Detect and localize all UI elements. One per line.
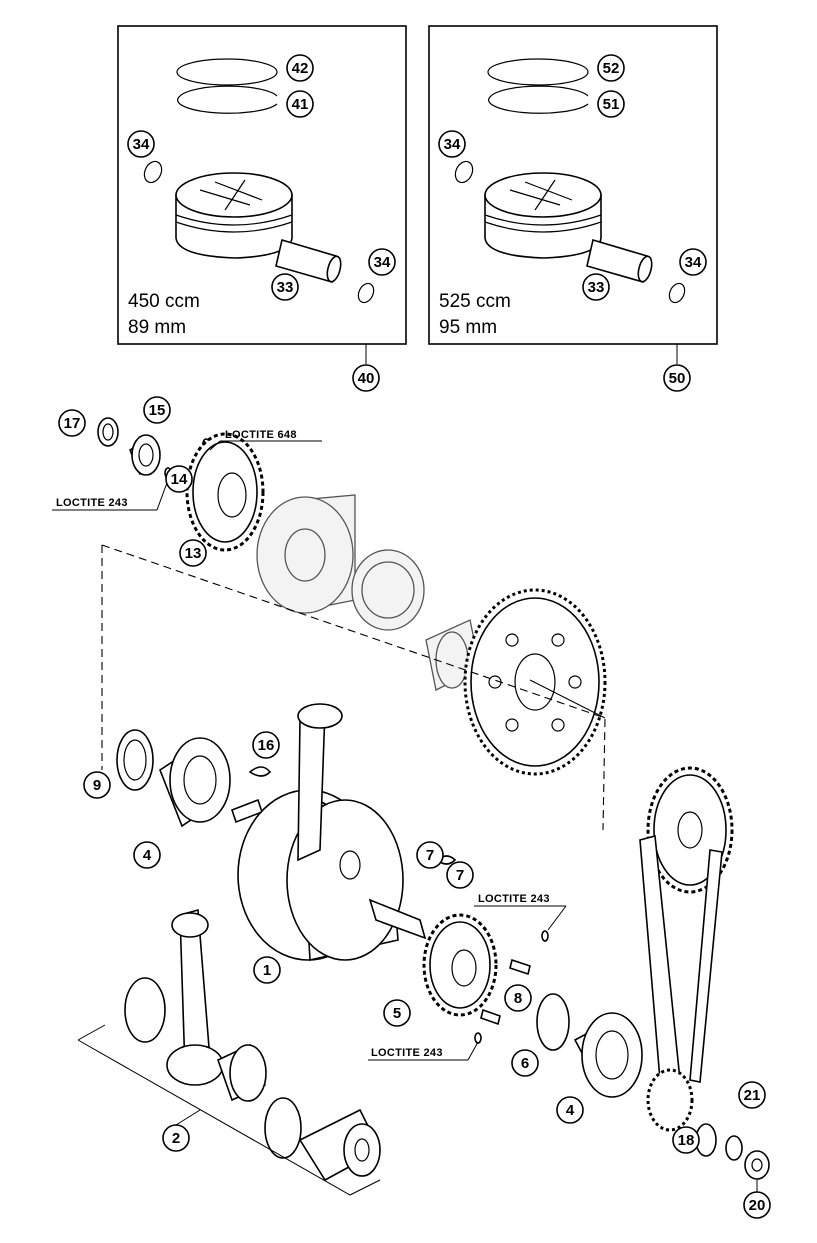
callout-40: 40: [352, 364, 380, 392]
svg-text:4: 4: [566, 1102, 575, 1119]
callout-51: 51: [597, 90, 625, 118]
svg-text:50: 50: [669, 370, 686, 387]
svg-text:2: 2: [172, 1130, 180, 1147]
svg-text:34: 34: [444, 136, 461, 153]
callout-8: 8: [504, 984, 532, 1012]
svg-text:40: 40: [358, 370, 375, 387]
callout-13: 13: [179, 539, 207, 567]
svg-text:5: 5: [393, 1005, 401, 1022]
svg-text:6: 6: [521, 1055, 529, 1072]
svg-text:34: 34: [374, 254, 391, 271]
svg-text:52: 52: [603, 60, 620, 77]
piston-kit-525-panel: 525 ccm 95 mm: [428, 25, 718, 364]
flywheel-rotor: [256, 494, 356, 614]
callout-18: 18: [672, 1126, 700, 1154]
gear-5: [422, 913, 498, 1017]
callout-52: 52: [597, 54, 625, 82]
svg-text:8: 8: [514, 990, 522, 1007]
timing-chain-sprocket: [639, 766, 734, 1132]
loctite-243-lower-label: LOCTITE 243: [371, 1047, 443, 1059]
svg-text:20: 20: [749, 1197, 766, 1214]
seal-9: [116, 729, 154, 791]
svg-text:9: 9: [93, 777, 101, 794]
callout-20: 20: [743, 1191, 771, 1219]
crankshaft-1: [230, 703, 427, 961]
callout-7: 7: [446, 861, 474, 889]
callout-33: 33: [271, 273, 299, 301]
washer-6: [536, 993, 570, 1051]
callout-21: 21: [738, 1081, 766, 1109]
main-bearing-4-left: [159, 737, 231, 828]
conrod-kit-2: [77, 908, 382, 1196]
svg-text:7: 7: [426, 847, 434, 864]
piston-kit-450-panel: 450 ccm 89 mm: [117, 25, 407, 364]
callout-1: 1: [253, 956, 281, 984]
callout-16: 16: [252, 731, 280, 759]
svg-text:4: 4: [143, 847, 152, 864]
svg-text:34: 34: [685, 254, 702, 271]
svg-text:7: 7: [456, 867, 464, 884]
freewheel-cage: [351, 549, 425, 631]
callout-34: 34: [127, 130, 155, 158]
screw-8-upper: [509, 958, 531, 976]
seal-ring-17: [97, 417, 119, 447]
main-bearing-4-right: [573, 1012, 643, 1098]
svg-text:34: 34: [133, 136, 150, 153]
kit-525-bore: 95 mm: [439, 317, 497, 338]
svg-text:42: 42: [292, 60, 309, 77]
svg-text:13: 13: [185, 545, 202, 562]
callout-34: 34: [368, 248, 396, 276]
callout-4: 4: [133, 841, 161, 869]
callout-2: 2: [162, 1124, 190, 1152]
kit-450-displacement: 450 ccm: [128, 291, 200, 312]
piston-ring-lower: [488, 95, 589, 114]
piston-ring-top: [487, 58, 589, 86]
screw-8-lower: [480, 1008, 501, 1026]
kit-525-displacement: 525 ccm: [439, 291, 511, 312]
callout-15: 15: [143, 396, 171, 424]
callout-5: 5: [383, 999, 411, 1027]
svg-text:16: 16: [258, 737, 275, 754]
svg-text:14: 14: [171, 471, 188, 488]
callout-50: 50: [663, 364, 691, 392]
callout-41: 41: [286, 90, 314, 118]
svg-text:17: 17: [64, 415, 81, 432]
svg-text:18: 18: [678, 1132, 695, 1149]
callout-9: 9: [83, 771, 111, 799]
callout-14: 14: [165, 465, 193, 493]
callout-34: 34: [438, 130, 466, 158]
callout-7: 7: [416, 841, 444, 869]
svg-text:51: 51: [603, 96, 620, 113]
nut-20: [744, 1150, 770, 1180]
loctite-648-label: LOCTITE 648: [225, 429, 297, 441]
svg-text:33: 33: [588, 279, 605, 296]
circlip-right: [357, 282, 375, 304]
svg-text:21: 21: [744, 1087, 761, 1104]
gear-13: [185, 432, 265, 552]
circlip-left: [454, 160, 474, 184]
callout-42: 42: [286, 54, 314, 82]
circlip-left: [143, 160, 163, 184]
piston-ring-lower: [177, 95, 278, 114]
svg-text:41: 41: [292, 96, 309, 113]
circlip-right: [668, 282, 686, 304]
callout-6: 6: [511, 1049, 539, 1077]
washer-21: [725, 1135, 743, 1161]
callout-17: 17: [58, 409, 86, 437]
svg-text:15: 15: [149, 402, 166, 419]
callout-34: 34: [679, 248, 707, 276]
callout-33: 33: [582, 273, 610, 301]
svg-text:33: 33: [277, 279, 294, 296]
piston-ring-top: [176, 58, 278, 86]
svg-text:1: 1: [263, 962, 271, 979]
kit-450-bore: 89 mm: [128, 317, 186, 338]
woodruff-key-16: [248, 766, 272, 777]
callout-4: 4: [556, 1096, 584, 1124]
loctite-243-right-label: LOCTITE 243: [478, 893, 550, 905]
loctite-243-upper-label: LOCTITE 243: [56, 497, 128, 509]
